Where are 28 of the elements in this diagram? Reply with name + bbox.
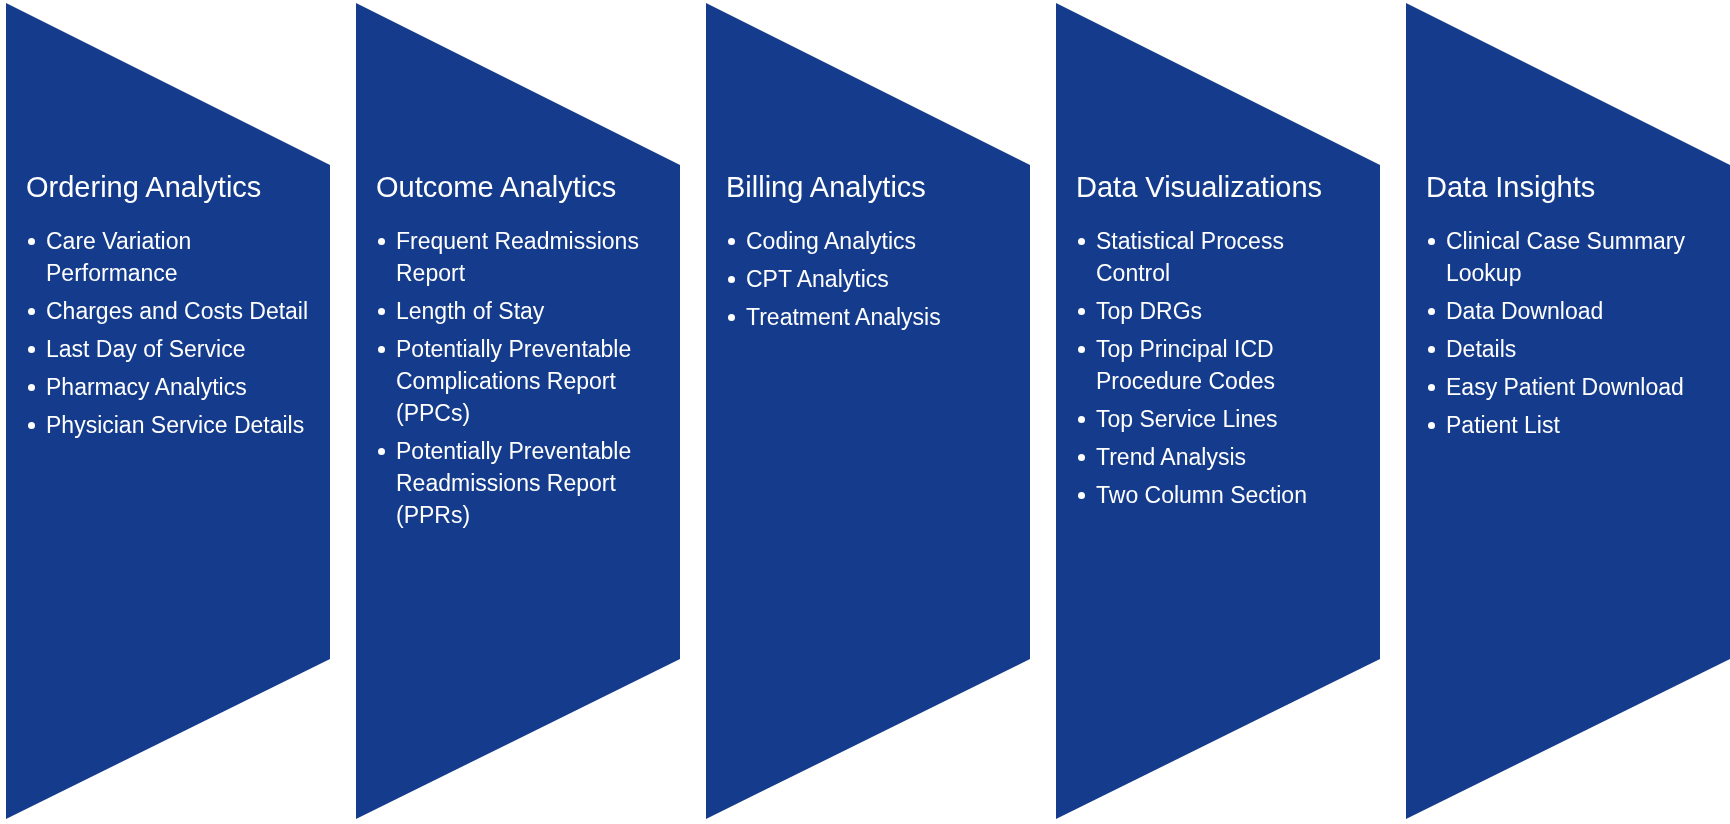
- section-heading: Data Visualizations: [1076, 171, 1323, 204]
- bullet-item: Top Service Lines: [1096, 405, 1279, 434]
- bullet-item: Physician Service Details: [46, 411, 306, 440]
- section-heading: Outcome Analytics: [376, 171, 617, 204]
- bullet-item: Details: [1446, 335, 1518, 364]
- bullet-item: Trend Analysis: [1096, 443, 1247, 472]
- bullet-item: Potentially Preventable Readmissions Report (PPRs): [396, 437, 633, 530]
- bullet-item: Two Column Section: [1096, 481, 1308, 510]
- section-heading: Ordering Analytics: [26, 171, 262, 204]
- bullet-item: Statistical Process Control: [1096, 227, 1285, 288]
- bullet-item: Care Variation Performance: [46, 227, 193, 288]
- bullet-item: Top Principal ICD Procedure Codes: [1096, 335, 1276, 396]
- bullet-item: Potentially Preventable Complications Report (PPCs): [396, 335, 633, 428]
- bullet-item: Top DRGs: [1096, 297, 1204, 326]
- bullet-item: Coding Analytics: [746, 227, 918, 256]
- bullet-item: Last Day of Service: [46, 335, 247, 364]
- bullet-item: Easy Patient Download: [1446, 373, 1685, 402]
- bullet-item: Clinical Case Summary Lookup: [1446, 227, 1686, 288]
- bullet-item: Frequent Readmissions Report: [396, 227, 640, 288]
- bullet-item: Pharmacy Analytics: [46, 373, 248, 402]
- bullet-item: Patient List: [1446, 411, 1561, 440]
- bullet-item: Charges and Costs Detail: [46, 297, 310, 326]
- bullet-item: Treatment Analysis: [746, 303, 942, 332]
- bullet-item: Length of Stay: [396, 297, 546, 326]
- bullet-item: Data Download: [1446, 297, 1605, 326]
- bullet-item: CPT Analytics: [746, 265, 890, 294]
- section-heading: Billing Analytics: [726, 171, 926, 204]
- section-heading: Data Insights: [1426, 171, 1596, 204]
